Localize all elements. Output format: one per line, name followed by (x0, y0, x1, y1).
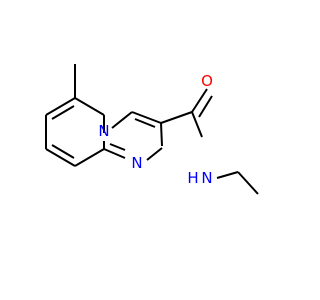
pyridine-ring (45, 97, 105, 167)
bond-n1-c2 (146, 147, 163, 161)
bond-n1-c8a-double (109, 143, 126, 151)
bond-c1-c8a (74, 148, 105, 167)
carboxamide-group (160, 88, 213, 138)
bond-c4-c3-double (51, 105, 75, 120)
amide-nitrogen-label: N (201, 169, 212, 187)
bond-n-ch2 (216, 171, 239, 179)
bond-ch2-ch3 (237, 171, 259, 195)
imidazole-ring (103, 111, 163, 161)
imine-nitrogen-label: N (131, 154, 142, 172)
background (0, 0, 300, 300)
bond-c3-c2 (131, 111, 162, 124)
bond-n4-c3 (111, 111, 133, 129)
bond-n1-c8a (103, 148, 126, 159)
bond-carbonyl-o (191, 88, 208, 113)
bond-c2-n1 (160, 122, 163, 147)
bond-c5-c4 (74, 97, 105, 116)
bond-c2-c1 (45, 148, 76, 167)
ethyl-chain (216, 171, 259, 195)
bond-c2-c1-double (51, 144, 75, 159)
carbonyl-oxygen-label: O (201, 72, 213, 90)
bond-c4-c3 (45, 97, 76, 116)
molecule-structure: N N O H N (0, 0, 300, 300)
bond-carbonyl-o-double (198, 95, 213, 118)
ring-nitrogen-label: N (98, 122, 109, 140)
bond-c3-c2-double (134, 118, 156, 128)
bond-carbonyl-n (191, 111, 203, 138)
amide-hydrogen-label: H (187, 169, 198, 187)
bond-c2-carbonyl (160, 111, 193, 124)
